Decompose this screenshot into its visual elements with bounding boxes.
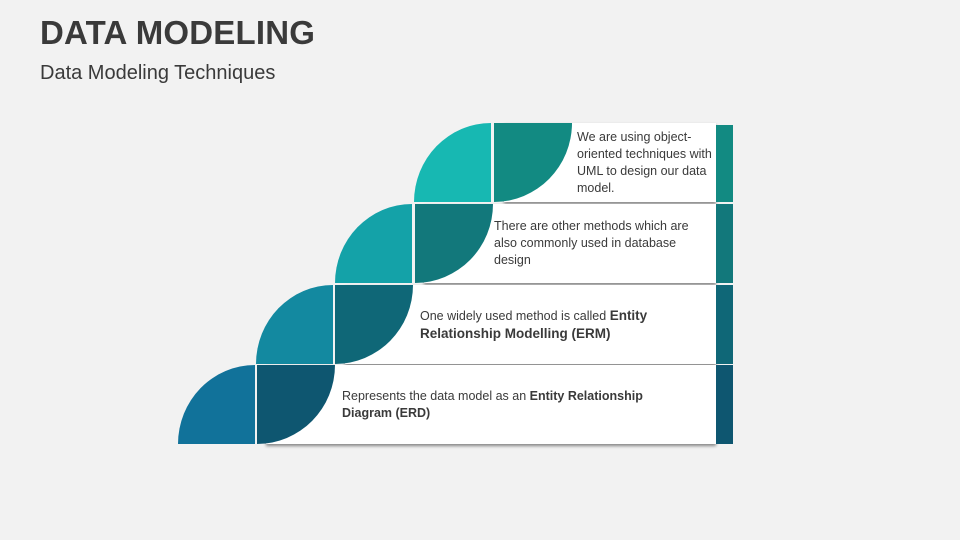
leaf-left-shape [335,204,412,283]
step-card [266,365,716,444]
page-title: DATA MODELING [40,14,316,51]
leaf-left-shape [414,123,491,202]
step-text: We are using object-oriented techniques … [577,129,712,195]
step-row-1: Represents the data model as an Entity R… [0,365,960,444]
step-row-3: There are other methods which are also c… [0,204,960,283]
step-text: One widely used method is called Entity … [420,307,648,341]
page-subtitle: Data Modeling Techniques [40,62,276,84]
step-accent-bar [716,285,733,364]
step-text: There are other methods which are also c… [494,219,689,267]
step-accent-bar [716,125,733,202]
step-row-2: One widely used method is called Entity … [0,285,960,364]
step-text: Represents the data model as an Entity R… [342,388,643,420]
step-row-4: We are using object-oriented techniques … [0,123,960,202]
leaf-left-shape [256,285,333,364]
leaf-left-shape [178,365,255,444]
step-accent-bar [716,365,733,444]
step-accent-bar [716,204,733,283]
